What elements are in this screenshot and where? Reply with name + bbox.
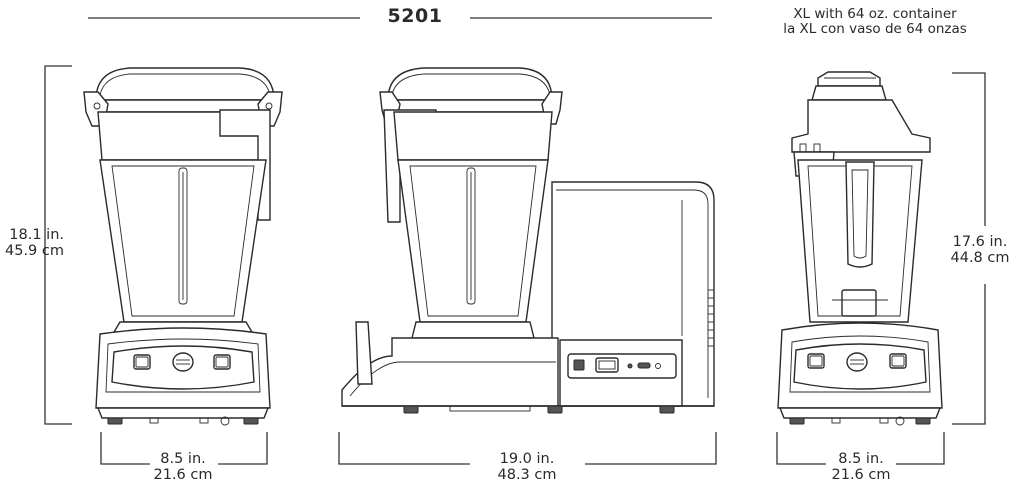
front-width-label: 8.5 in. 21.6 cm xyxy=(118,451,248,483)
height-bracket-left xyxy=(44,65,72,425)
model-number-title: 5201 xyxy=(387,5,443,27)
alt-lid-plug xyxy=(817,71,881,87)
front-lid xyxy=(95,67,275,101)
width-bracket-alt xyxy=(776,432,945,465)
front-width-imperial: 8.5 in. xyxy=(160,451,206,467)
alt-width-label: 8.5 in. 21.6 cm xyxy=(796,451,926,483)
alt-height-imperial: 17.6 in. xyxy=(952,234,1008,250)
side-depth-imperial: 19.0 in. xyxy=(499,451,555,467)
alt-height-metric: 44.8 cm xyxy=(950,250,1010,267)
side-container xyxy=(397,159,549,323)
front-view-blender xyxy=(83,67,283,426)
alt-front-view-blender xyxy=(777,71,943,426)
front-height-imperial: 18.1 in. xyxy=(9,227,64,243)
height-bracket-right xyxy=(952,72,986,425)
front-height-label: 18.1 in. 45.9 cm xyxy=(0,227,64,259)
side-depth-label: 19.0 in. 48.3 cm xyxy=(462,451,592,483)
side-depth-metric: 48.3 cm xyxy=(497,467,557,484)
side-view-blender xyxy=(341,67,715,414)
front-height-metric: 45.9 cm xyxy=(5,243,64,260)
width-bracket-front xyxy=(100,432,268,465)
container-note-line2: la XL con vaso de 64 onzas xyxy=(783,21,967,38)
alt-width-metric: 21.6 cm xyxy=(831,467,891,484)
container-note: XL with 64 oz. container la XL con vaso … xyxy=(740,6,1010,38)
alt-width-imperial: 8.5 in. xyxy=(838,451,884,467)
front-width-metric: 21.6 cm xyxy=(153,467,213,484)
container-note-line1: XL with 64 oz. container xyxy=(793,6,957,22)
side-lid xyxy=(387,67,553,101)
alt-height-label: 17.6 in. 44.8 cm xyxy=(942,234,1018,266)
depth-bracket-side xyxy=(338,432,717,465)
